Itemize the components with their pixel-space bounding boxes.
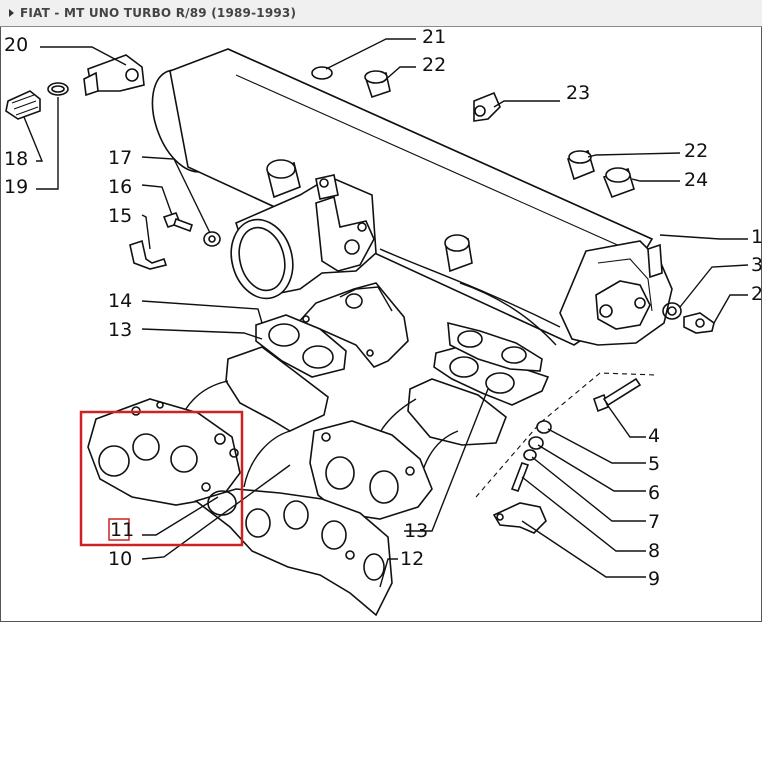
plenum-gasket-left: [255, 314, 347, 378]
part-18-hose: [5, 90, 41, 120]
title-bar: FIAT - MT UNO TURBO R/89 (1989-1993): [0, 0, 762, 27]
label-13-left[interactable]: 13: [108, 319, 132, 341]
label-4[interactable]: 4: [648, 425, 660, 447]
label-16[interactable]: 16: [108, 176, 132, 198]
part-3-washer: [662, 302, 682, 320]
expand-arrow-icon[interactable]: [9, 9, 14, 17]
label-19[interactable]: 19: [4, 176, 28, 198]
label-23[interactable]: 23: [566, 82, 590, 104]
part-24-plug: [602, 167, 635, 199]
inlet-elbow: [230, 174, 377, 300]
plenum-gasket-right: [433, 321, 550, 406]
label-7[interactable]: 7: [648, 511, 660, 533]
label-8[interactable]: 8: [648, 540, 660, 562]
label-20[interactable]: 20: [4, 34, 28, 56]
part-2-sensor: [683, 312, 715, 334]
label-2[interactable]: 2: [751, 283, 762, 305]
label-24[interactable]: 24: [684, 169, 708, 191]
label-15[interactable]: 15: [108, 205, 132, 227]
label-14[interactable]: 14: [108, 290, 132, 312]
part-7-washer: [523, 449, 537, 461]
part-17-washer: [203, 231, 221, 247]
runner-flange-right: [309, 378, 507, 520]
label-12[interactable]: 12: [400, 548, 424, 570]
label-21[interactable]: 21: [422, 27, 446, 48]
part-4-bolt: [593, 377, 642, 413]
part-23-fitting: [473, 91, 501, 122]
part-8-stud: [510, 461, 530, 493]
part-9-clip: [492, 502, 547, 534]
page-title: FIAT - MT UNO TURBO R/89 (1989-1993): [20, 6, 297, 20]
part-15-nipple: [129, 239, 168, 270]
label-1[interactable]: 1: [751, 226, 762, 248]
label-17[interactable]: 17: [108, 147, 132, 169]
part-22-plug-top: [364, 70, 391, 99]
label-11[interactable]: 11: [110, 519, 134, 541]
part-5-washer: [536, 420, 552, 434]
label-18[interactable]: 18: [4, 148, 28, 170]
label-13-right[interactable]: 13: [404, 520, 428, 542]
part-20-tee-fitting: [83, 54, 145, 97]
runner-flange-left: [87, 346, 329, 506]
label-5[interactable]: 5: [648, 453, 660, 475]
part-21-plug: [311, 66, 333, 80]
label-3[interactable]: 3: [751, 254, 762, 276]
label-6[interactable]: 6: [648, 482, 660, 504]
label-10[interactable]: 10: [108, 548, 132, 570]
plenum-body: [151, 48, 673, 346]
part-6-washer: [528, 436, 544, 450]
highlight-label-box: [108, 518, 130, 541]
label-22-right[interactable]: 22: [684, 140, 708, 162]
part-16-bolt: [162, 212, 194, 233]
support-bracket: [294, 282, 409, 368]
part-19-clamp: [47, 82, 69, 96]
label-9[interactable]: 9: [648, 568, 660, 590]
highlight-box: [79, 410, 244, 547]
leader-lines: [23, 38, 749, 588]
exploded-parts-diagram: 20 18 19 21 22 23 22 24 1 3 2 17 16 15 1…: [4, 27, 762, 617]
part-22-plug-right: [567, 149, 595, 181]
label-22-top[interactable]: 22: [422, 54, 446, 76]
